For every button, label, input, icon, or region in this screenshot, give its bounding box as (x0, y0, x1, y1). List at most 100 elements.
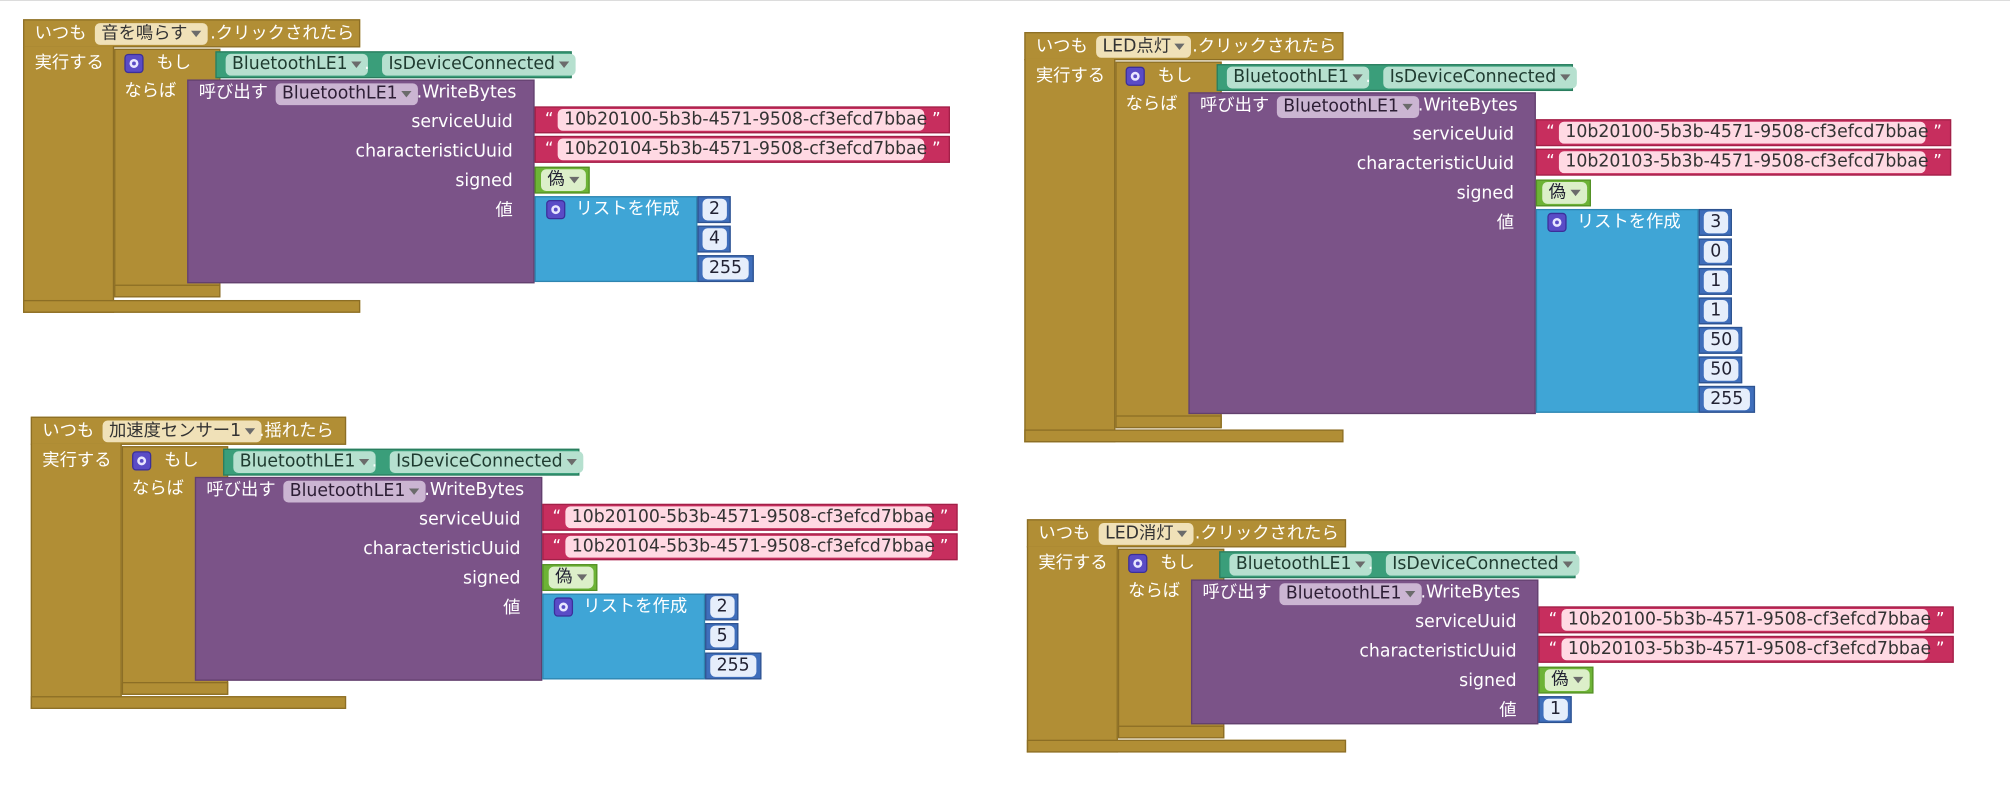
number-field[interactable]: 2 (710, 596, 735, 618)
characteristic-uuid-field[interactable]: 10b20104-5b3b-4571-9508-cf3efcd7bbae (557, 138, 927, 161)
method-name: .WriteBytes (416, 82, 517, 103)
if-label: もし (1160, 552, 1195, 574)
false-dropdown[interactable]: 偽 (548, 566, 593, 589)
always-label: いつも (1035, 35, 1088, 57)
quote-open-icon: “ (544, 110, 554, 130)
call-label: 呼び出す (1199, 94, 1270, 116)
chevron-down-icon (1572, 676, 1583, 684)
device-name: BluetoothLE1 (232, 53, 348, 75)
number-field[interactable]: 50 (1703, 358, 1739, 381)
dot-label: . (371, 451, 378, 472)
then-label: ならば (1125, 93, 1178, 115)
component-dropdown[interactable]: 音を鳴らす (94, 23, 208, 45)
method-name: .WriteBytes (1417, 94, 1518, 116)
value-label: 値 (1496, 212, 1515, 234)
number-field[interactable]: 1 (1703, 270, 1728, 293)
device-name: BluetoothLE1 (1283, 96, 1399, 117)
call-device-dropdown[interactable]: BluetoothLE1 (1279, 583, 1422, 606)
call-label: 呼び出す (1202, 582, 1272, 603)
event-name: .クリックされたら (1192, 35, 1337, 57)
always-label: いつも (34, 23, 87, 44)
characteristic-uuid-label: characteristicUuid (1356, 153, 1515, 175)
event-footer (1026, 739, 1347, 753)
number-field[interactable]: 4 (702, 228, 727, 250)
number-field[interactable]: 5 (710, 625, 735, 648)
call-block[interactable] (1188, 92, 1536, 415)
device-dropdown[interactable]: BluetoothLE1 (225, 53, 369, 76)
number-field[interactable]: 2 (702, 198, 727, 221)
property-name: IsDeviceConnected (396, 451, 563, 472)
false-value: 偽 (547, 169, 565, 190)
device-dropdown[interactable]: BluetoothLE1 (1226, 66, 1370, 89)
number-field[interactable]: 0 (1703, 241, 1728, 263)
event-name: .クリックされたら (1194, 523, 1339, 544)
false-dropdown[interactable]: 偽 (1544, 669, 1590, 691)
make-list-label: リストを作成 (575, 198, 680, 220)
call-block[interactable] (187, 79, 535, 284)
make-list-block[interactable] (1535, 208, 1699, 413)
gear-icon[interactable] (546, 199, 566, 220)
property-dropdown[interactable]: IsDeviceConnected (382, 53, 576, 76)
number-field[interactable]: 50 (1703, 329, 1739, 352)
service-uuid-field[interactable]: 10b20100-5b3b-4571-9508-cf3efcd7bbae (1561, 608, 1931, 631)
quote-close-icon: ” (932, 139, 941, 159)
chevron-down-icon (359, 458, 370, 466)
call-block[interactable] (194, 476, 543, 681)
chevron-down-icon (576, 574, 587, 581)
characteristic-uuid-field[interactable]: 10b20104-5b3b-4571-9508-cf3efcd7bbae (565, 535, 935, 558)
gear-icon[interactable] (1128, 553, 1148, 574)
component-dropdown[interactable]: LED消灯 (1098, 523, 1195, 545)
service-uuid-field[interactable]: 10b20100-5b3b-4571-9508-cf3efcd7bbae (557, 108, 927, 131)
method-name: .WriteBytes (424, 479, 525, 500)
device-name: BluetoothLE1 (1235, 553, 1352, 575)
characteristic-uuid-field[interactable]: 10b20103-5b3b-4571-9508-cf3efcd7bbae (1561, 638, 1931, 661)
quote-close-icon: ” (939, 507, 949, 527)
gear-icon[interactable] (132, 451, 152, 471)
chevron-down-icon (1177, 530, 1188, 538)
quote-close-icon: ” (932, 110, 941, 130)
gear-icon[interactable] (1547, 212, 1567, 233)
quote-close-icon: ” (939, 537, 949, 557)
quote-close-icon: ” (1933, 152, 1942, 172)
chevron-down-icon (191, 30, 202, 38)
service-uuid-label: serviceUuid (411, 111, 513, 133)
gear-icon[interactable] (124, 53, 144, 74)
chevron-down-icon (1174, 43, 1186, 50)
false-dropdown[interactable]: 偽 (541, 169, 586, 192)
quote-open-icon: “ (1548, 610, 1558, 630)
number-field[interactable]: 255 (710, 655, 757, 677)
gear-icon[interactable] (1125, 66, 1145, 86)
call-device-dropdown[interactable]: BluetoothLE1 (283, 480, 426, 503)
service-uuid-field[interactable]: 10b20100-5b3b-4571-9508-cf3efcd7bbae (1558, 121, 1929, 144)
number-field[interactable]: 1 (1703, 299, 1728, 322)
quote-close-icon: ” (1935, 639, 1945, 659)
component-dropdown[interactable]: 加速度センサー1 (102, 420, 262, 443)
device-dropdown[interactable]: BluetoothLE1 (1229, 553, 1372, 576)
quote-open-icon: “ (552, 537, 562, 557)
property-dropdown[interactable]: IsDeviceConnected (389, 451, 584, 474)
chevron-down-icon (558, 61, 570, 68)
service-uuid-field[interactable]: 10b20100-5b3b-4571-9508-cf3efcd7bbae (565, 506, 935, 529)
method-name: .WriteBytes (1420, 582, 1521, 603)
event-footer (1024, 429, 1344, 443)
false-dropdown[interactable]: 偽 (1542, 182, 1587, 204)
gear-icon[interactable] (553, 597, 574, 617)
characteristic-uuid-field[interactable]: 10b20103-5b3b-4571-9508-cf3efcd7bbae (1558, 151, 1929, 174)
quote-close-icon: ” (1933, 123, 1942, 143)
call-device-dropdown[interactable]: BluetoothLE1 (275, 83, 419, 106)
make-list-label: リストを作成 (1576, 211, 1681, 233)
component-dropdown[interactable]: LED点灯 (1096, 35, 1192, 58)
number-field[interactable]: 1 (1543, 698, 1568, 721)
number-field[interactable]: 3 (1703, 211, 1728, 234)
component-name: 音を鳴らす (101, 23, 188, 44)
call-device-dropdown[interactable]: BluetoothLE1 (1276, 96, 1420, 118)
do-label: 実行する (1035, 65, 1106, 86)
number-field[interactable]: 255 (702, 257, 749, 280)
property-dropdown[interactable]: IsDeviceConnected (1383, 66, 1577, 89)
number-field[interactable]: 255 (1703, 388, 1750, 411)
property-dropdown[interactable]: IsDeviceConnected (1385, 553, 1580, 576)
event-body-left (30, 443, 122, 709)
chevron-down-icon (1355, 561, 1366, 568)
device-dropdown[interactable]: BluetoothLE1 (233, 451, 376, 474)
